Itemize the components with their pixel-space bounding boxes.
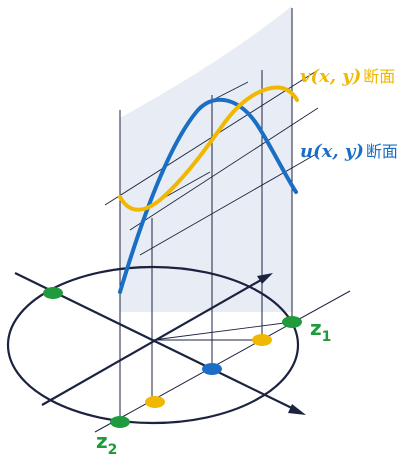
point-top-left bbox=[43, 287, 63, 299]
point-v-projection-left bbox=[145, 396, 165, 408]
point-z2 bbox=[110, 416, 130, 428]
imaginary-axis-arrowhead bbox=[257, 273, 273, 284]
domain-ellipse bbox=[6, 265, 300, 425]
cross-section-baseline bbox=[94, 290, 351, 433]
v-curve bbox=[118, 85, 299, 212]
z1-label: z1 bbox=[310, 316, 331, 345]
point-v-projection-right bbox=[252, 334, 272, 346]
point-u-projection bbox=[202, 363, 222, 375]
u-curve bbox=[118, 97, 298, 294]
point-z1 bbox=[282, 316, 302, 328]
guide-line-origin-u bbox=[152, 339, 213, 370]
u-curve-label: u(x, y)断面 bbox=[300, 141, 398, 162]
v-curve-label: v(x, y)断面 bbox=[300, 66, 395, 87]
cross-section-plane bbox=[120, 6, 292, 312]
real-axis-arrowhead bbox=[288, 404, 306, 415]
guide-line-origin-z1 bbox=[152, 321, 293, 341]
z2-label: z2 bbox=[96, 429, 117, 458]
